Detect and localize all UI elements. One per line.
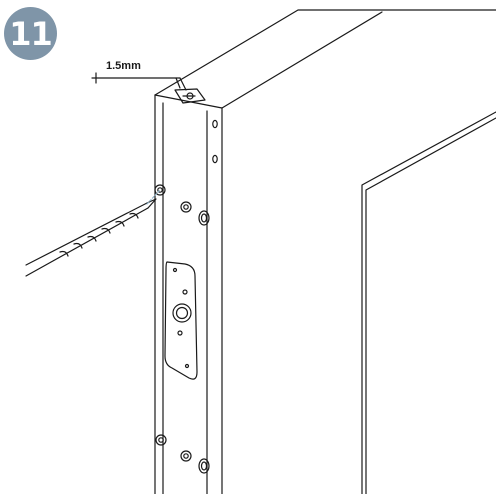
edge-screw-marks-top: [212, 119, 218, 164]
top-edge-hole: [174, 88, 206, 104]
strike-plate: [164, 261, 198, 380]
step-number-badge: 11: [4, 7, 57, 60]
door-top-edge: [154, 9, 496, 109]
door-edge-face: [154, 94, 223, 494]
dimension-label: 1.5mm: [106, 60, 141, 72]
lower-screw-holes: [155, 434, 210, 474]
drill-bit: [25, 198, 157, 277]
upper-screw-holes: [154, 184, 210, 226]
dimension-line: [91, 72, 187, 91]
drill-path-line: [146, 189, 161, 205]
door-panel-recess: [361, 111, 496, 494]
